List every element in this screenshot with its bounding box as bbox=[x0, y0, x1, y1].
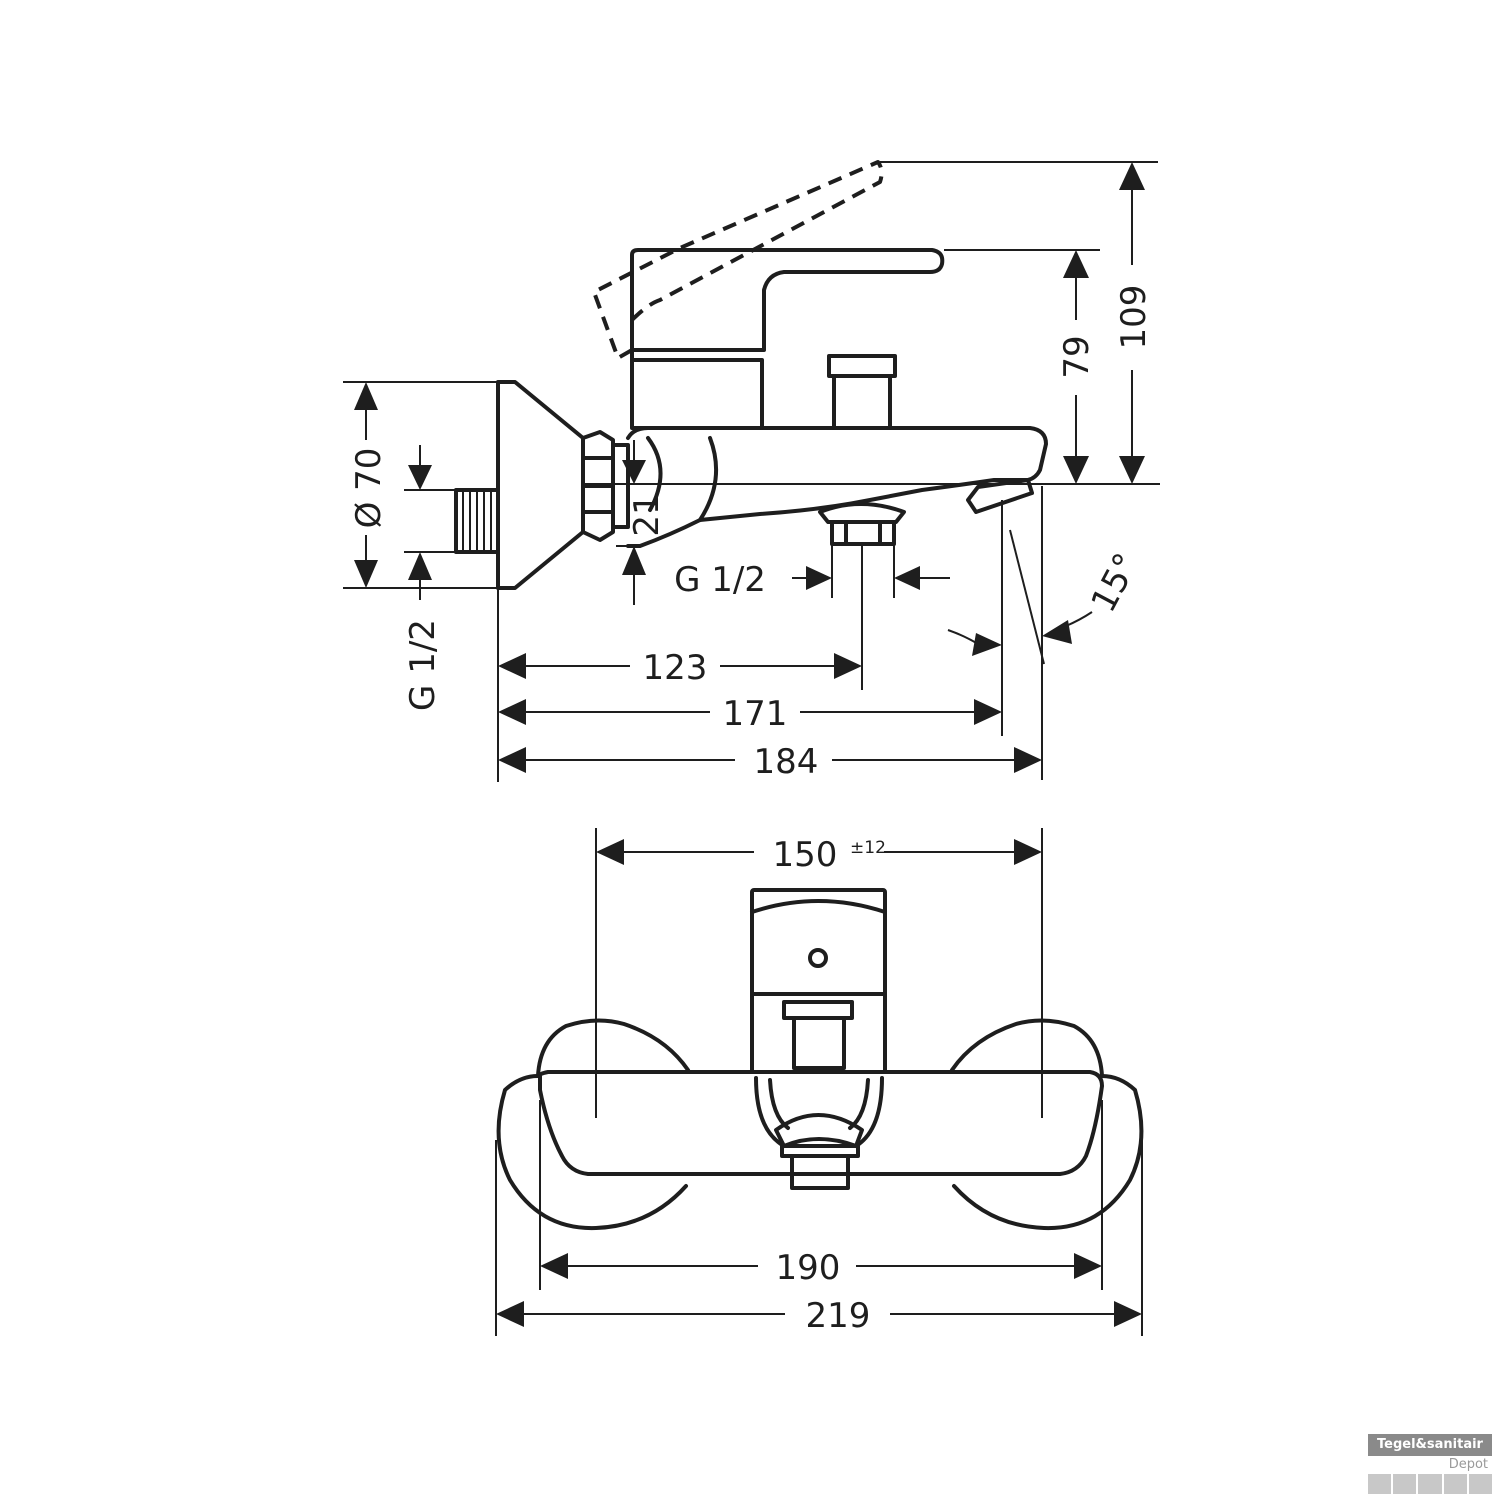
dim-15deg: 15° bbox=[947, 486, 1147, 780]
dim-g12-left-label: G 1/2 bbox=[403, 619, 443, 711]
dim-190-label: 190 bbox=[776, 1248, 841, 1288]
bottom-outlet bbox=[818, 502, 906, 546]
front-body bbox=[537, 1070, 1104, 1176]
dim-184-label: 184 bbox=[754, 742, 819, 782]
dim-g12-left: G 1/2 bbox=[403, 445, 456, 711]
watermark-sub: Depot bbox=[1448, 1457, 1488, 1472]
watermark-logo: Tegel&sanitair Depot bbox=[1368, 1434, 1493, 1494]
front-stem bbox=[782, 1000, 854, 1070]
dim-15deg-label: 15° bbox=[1083, 547, 1147, 619]
left-rosette bbox=[536, 1018, 690, 1078]
watermark-brand: Tegel&sanitair bbox=[1368, 1434, 1492, 1456]
dim-70-label: Ø 70 bbox=[349, 448, 389, 529]
dim-21: 21 bbox=[583, 440, 1160, 605]
wall-rosette bbox=[496, 380, 585, 590]
dim-184: 184 bbox=[498, 742, 1042, 782]
hex-nut bbox=[581, 430, 630, 542]
threaded-connector bbox=[454, 488, 500, 554]
dim-109: 109 bbox=[880, 161, 1158, 484]
dim-219-label: 219 bbox=[806, 1296, 871, 1336]
dim-123-label: 123 bbox=[643, 648, 708, 688]
lever-handle-open bbox=[592, 160, 884, 360]
side-view: Ø 70 G 1/2 21 G 1/2 bbox=[343, 160, 1160, 782]
dim-79: 79 bbox=[944, 249, 1100, 484]
dim-171-label: 171 bbox=[723, 694, 788, 734]
dim-g12-outlet: G 1/2 bbox=[674, 544, 950, 600]
dim-219: 219 bbox=[495, 1140, 1143, 1336]
body-curve-inner bbox=[646, 436, 663, 512]
dim-70: Ø 70 bbox=[343, 381, 498, 589]
watermark-tiles bbox=[1368, 1474, 1493, 1494]
dim-123: 123 bbox=[497, 544, 863, 782]
front-view: 150 ±12 190 219 bbox=[495, 828, 1144, 1336]
diverter-knob bbox=[827, 354, 897, 430]
dim-109-label: 109 bbox=[1114, 285, 1154, 350]
spout-nozzle bbox=[966, 478, 1034, 514]
dim-190: 190 bbox=[539, 1100, 1103, 1290]
dim-21-label: 21 bbox=[627, 493, 667, 536]
right-rosette bbox=[950, 1018, 1104, 1078]
dim-g12-outlet-label: G 1/2 bbox=[674, 560, 766, 600]
front-handle bbox=[750, 888, 887, 1074]
dim-150: 150 ±12 bbox=[595, 828, 1043, 1118]
dim-150-label: 150 bbox=[773, 835, 838, 875]
cartridge-housing bbox=[630, 358, 764, 430]
dim-171: 171 bbox=[498, 694, 1002, 734]
front-spout bbox=[754, 1076, 884, 1190]
body-curve bbox=[698, 436, 719, 522]
dim-79-label: 79 bbox=[1057, 335, 1097, 378]
dim-150-tolerance: ±12 bbox=[850, 838, 886, 858]
lever-handle bbox=[630, 248, 945, 362]
